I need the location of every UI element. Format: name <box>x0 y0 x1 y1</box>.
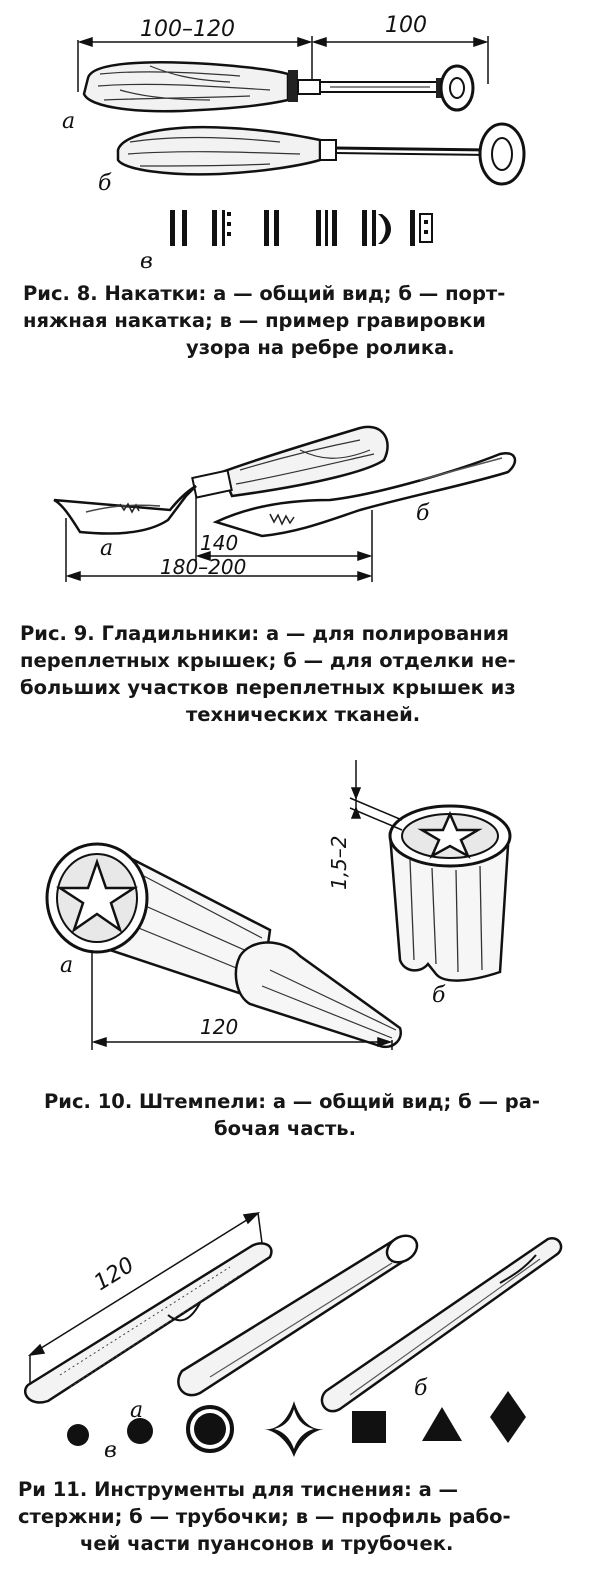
dim-blade-length: 140 <box>200 531 238 555</box>
punch-profiles <box>67 1391 526 1457</box>
dimension-lines <box>27 1211 263 1385</box>
circle-medium-icon <box>127 1418 153 1444</box>
dim-handle-length: 100–120 <box>140 17 235 42</box>
dim-length: 120 <box>200 1015 238 1039</box>
caption-line: няжная накатка; в — пример гравировки <box>23 309 486 332</box>
diamond-icon <box>490 1391 526 1443</box>
caption-line: стержни; б — трубочки; в — профиль рабо- <box>18 1505 511 1528</box>
caption-line: чей части пуансонов и трубочек. <box>80 1532 454 1555</box>
label-c: в <box>104 1438 117 1463</box>
dim-shaft-length: 100 <box>385 13 427 38</box>
caption-fig-10: Рис. 10. Штемпели: а — общий вид; б — ра… <box>0 1088 600 1148</box>
figure-10-drawing: а б 1,5–2 120 <box>45 760 512 1050</box>
caption-line: переплетных крышек; б — для отделки не- <box>20 649 516 672</box>
dim-depth: 1,5–2 <box>327 835 351 890</box>
burnisher-a <box>53 425 389 535</box>
figure-9: а б 140 180–200 <box>0 400 600 595</box>
circle-small-icon <box>67 1424 89 1446</box>
caption-line: Рис. 10. Штемпели: а — общий вид; б — ра… <box>44 1090 540 1113</box>
ring-inner-icon <box>194 1413 226 1445</box>
label-b: б <box>414 1376 428 1401</box>
caption-fig-9: Рис. 9. Гладильники: а — для полирования… <box>0 620 600 730</box>
label-a: а <box>62 109 75 134</box>
figure-8: 100–120 100 а б <box>0 0 600 270</box>
figure-11: 120 а б в <box>0 1195 600 1465</box>
square-icon <box>352 1411 386 1443</box>
dimension-lines <box>77 36 489 92</box>
dim-length: 120 <box>90 1253 139 1296</box>
label-a: а <box>60 953 73 978</box>
caption-fig-8: Рис. 8. Накатки: а — общий вид; б — порт… <box>0 280 600 370</box>
label-c: в <box>140 249 153 270</box>
caption-line: больших участков переплетных крышек из <box>20 676 516 699</box>
roller-tool-b <box>116 122 526 186</box>
label-a: а <box>130 1398 143 1423</box>
dimension-lines <box>91 760 403 1050</box>
roller-tool-a <box>82 61 475 113</box>
caption-line: Рис. 8. Накатки: а — общий вид; б — порт… <box>23 282 506 305</box>
stamp-a <box>45 842 403 1049</box>
figure-11-drawing: 120 а б в <box>23 1211 563 1463</box>
caption-line: бочая часть. <box>214 1117 357 1140</box>
figure-9-drawing: а б 140 180–200 <box>53 425 517 582</box>
caption-fig-11: Ри 11. Инструменты для тиснения: а — сте… <box>0 1476 600 1566</box>
label-b: б <box>416 501 430 526</box>
label-a: а <box>100 536 113 561</box>
caption-line: технических тканей. <box>186 703 421 726</box>
embossing-tube-b <box>320 1237 563 1413</box>
figure-10: а б 1,5–2 120 <box>0 750 600 1070</box>
caption-line: узора на ребре ролика. <box>186 336 455 359</box>
figure-8-drawing: 100–120 100 а б <box>62 13 526 270</box>
caption-line: Ри 11. Инструменты для тиснения: а — <box>18 1478 459 1501</box>
dimension-lines <box>65 496 373 582</box>
dim-total-length: 180–200 <box>160 555 246 579</box>
triangle-icon <box>422 1407 462 1441</box>
stamp-b-working-part <box>388 804 512 982</box>
embossing-rod-a <box>23 1242 273 1404</box>
label-b: б <box>432 983 446 1008</box>
label-b: б <box>98 171 112 196</box>
engraving-patterns <box>170 210 433 246</box>
burnisher-b <box>212 451 517 538</box>
caption-line: Рис. 9. Гладильники: а — для полирования <box>20 622 509 645</box>
embossing-tube <box>177 1234 419 1397</box>
